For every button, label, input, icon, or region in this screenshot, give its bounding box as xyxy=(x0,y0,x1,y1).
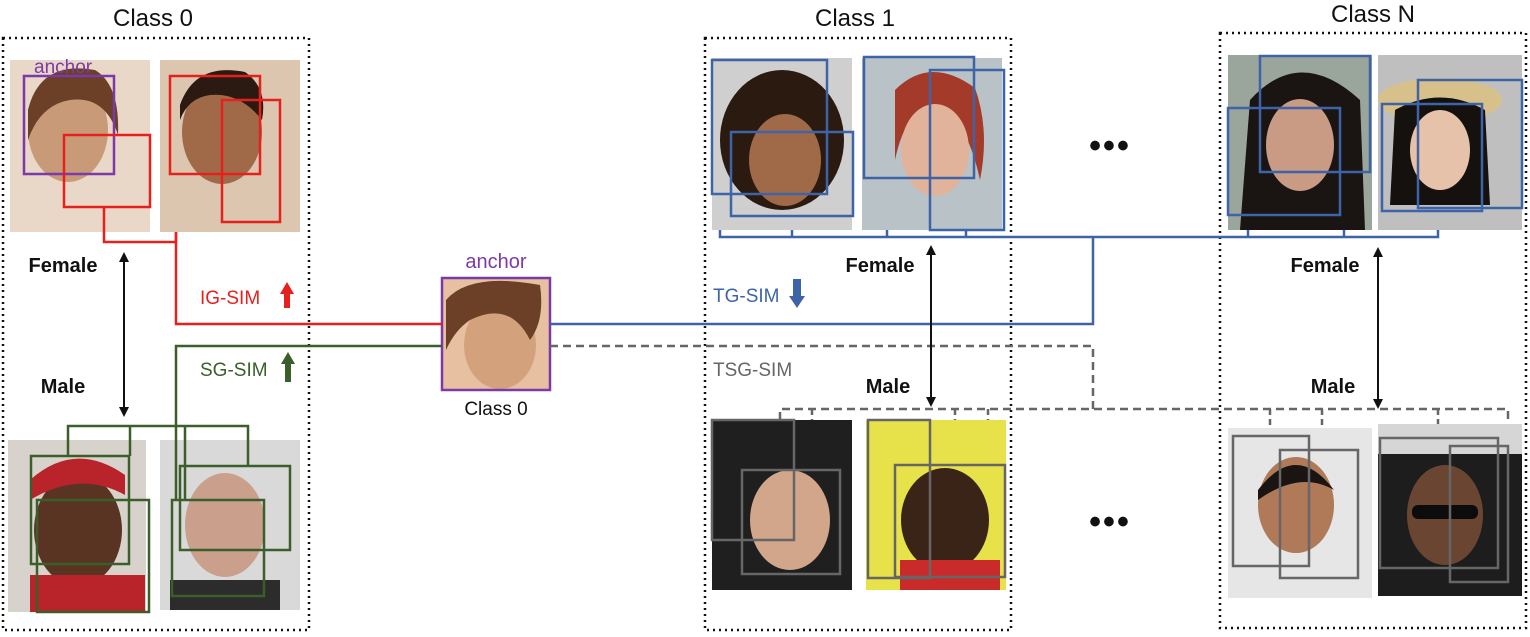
class1-male-box-1 xyxy=(710,418,796,542)
classN-male-part-box-1 xyxy=(1278,448,1360,580)
class1-group-box xyxy=(703,36,1013,632)
class1-male-part-box-1 xyxy=(740,468,842,576)
class1-female-box-2 xyxy=(862,55,976,180)
classN-male-label: Male xyxy=(1311,376,1355,398)
classN-male-box-1 xyxy=(1231,434,1311,568)
class0-male-label: Male xyxy=(41,376,85,398)
ellipsis-bottom: ••• xyxy=(1089,503,1131,541)
class1-female-box-1 xyxy=(710,58,829,196)
class0-female-part-box-1 xyxy=(62,133,152,209)
class1-title: Class 1 xyxy=(815,5,895,32)
classN-female-label: Female xyxy=(1291,255,1360,277)
classN-female-part-box-1 xyxy=(1226,106,1342,217)
sg-sim-connector xyxy=(66,424,250,466)
class1-male-face-2 xyxy=(866,420,1006,590)
class1-male-label: Male xyxy=(866,376,910,398)
classN-male-part-box-2 xyxy=(1448,444,1510,584)
class0-title: Class 0 xyxy=(113,5,193,32)
sg-sim-line xyxy=(174,344,442,500)
sg-sim-up-arrow-icon xyxy=(281,352,295,382)
class0-anchor-label: anchor xyxy=(34,57,93,78)
ig-sim-label: IG-SIM xyxy=(200,288,260,309)
tg-sim-label: TG-SIM xyxy=(713,286,780,307)
class0-male-part-box-2 xyxy=(170,498,266,598)
ellipsis-top: ••• xyxy=(1089,127,1131,165)
tg-sim-down-arrow-icon xyxy=(789,279,805,308)
classN-female-box-1 xyxy=(1258,54,1372,174)
tsg-sim-line xyxy=(550,344,1095,409)
class1-female-part-box-1 xyxy=(729,130,855,218)
class0-anchor-box xyxy=(22,74,116,176)
classN-title: Class N xyxy=(1331,1,1415,28)
class0-female-part-box-2 xyxy=(220,98,282,224)
classN-male-face-1 xyxy=(1228,428,1372,598)
class0-male-part-box-1 xyxy=(35,498,151,614)
class0-female-label: Female xyxy=(29,255,98,277)
center-class-label: Class 0 xyxy=(464,399,527,420)
class1-female-label: Female xyxy=(846,255,915,277)
class1-female-part-box-2 xyxy=(928,68,1006,232)
class0-male-box-1 xyxy=(29,454,131,566)
class1-female-face-1 xyxy=(712,58,852,230)
center-anchor-box xyxy=(440,276,552,392)
class0-male-box-2 xyxy=(178,464,292,552)
center-anchor-face xyxy=(442,278,550,390)
tg-sim-line xyxy=(550,237,1095,326)
ig-sim-line xyxy=(174,232,442,326)
class0-male-face-1 xyxy=(8,440,146,612)
class0-female-face-1 xyxy=(10,60,150,232)
classN-female-face-2 xyxy=(1378,55,1522,230)
class1-female-face-2 xyxy=(862,58,1002,230)
tsg-sim-label: TSG-SIM xyxy=(713,360,792,381)
class1-male-face-1 xyxy=(712,420,852,590)
classN-male-box-2 xyxy=(1378,436,1500,570)
class0-group-box xyxy=(1,36,311,632)
sg-sim-label: SG-SIM xyxy=(200,360,268,381)
classN-female-face-1 xyxy=(1228,55,1372,230)
center-anchor-label: anchor xyxy=(465,251,526,273)
classN-female-box-2 xyxy=(1416,78,1524,210)
class0-female-box-2 xyxy=(168,74,262,176)
classN-female-part-box-2 xyxy=(1380,102,1484,213)
ig-sim-up-arrow-icon xyxy=(280,282,294,308)
class1-male-part-box-2 xyxy=(893,463,1007,579)
